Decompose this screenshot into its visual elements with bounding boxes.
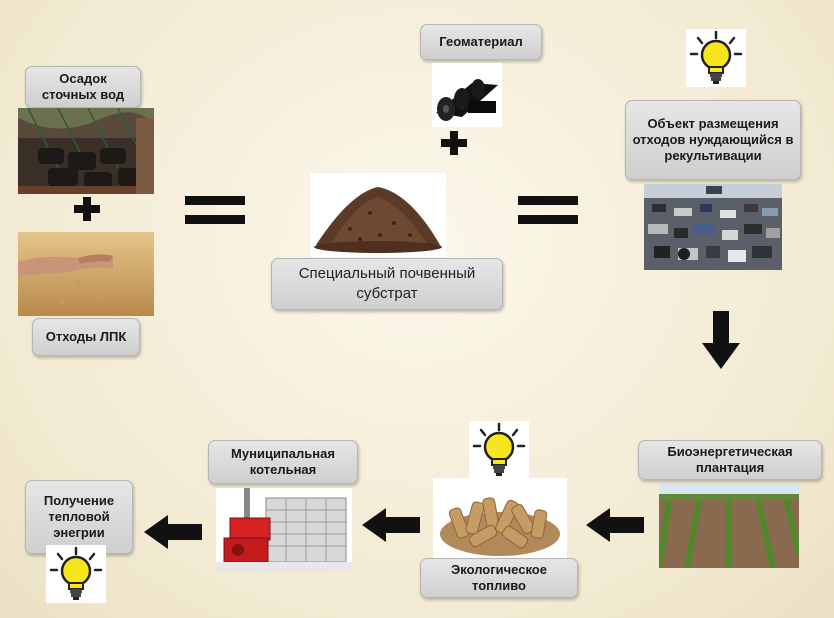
boiler-image — [216, 488, 352, 572]
wood-waste-label: Отходы ЛПК — [32, 318, 140, 356]
eco-fuel-label: Экологическое топливо — [420, 558, 578, 598]
waste-site-label: Объект размещения отходов нуждающийся в … — [625, 100, 801, 180]
plus-icon — [74, 197, 100, 226]
pellets-image — [433, 478, 567, 558]
sewage-sludge-label: Осадок сточных вод — [25, 66, 141, 108]
lightbulb-icon — [469, 421, 529, 484]
geomaterial-image — [432, 63, 502, 127]
wood-waste-image — [18, 232, 154, 316]
soil-image — [310, 173, 446, 257]
heat-energy-label: Получение тепловой энегрии — [25, 480, 133, 554]
lightbulb-icon — [686, 29, 746, 92]
arrow-left-icon — [144, 515, 202, 554]
lightbulb-icon — [46, 545, 106, 608]
plantation-label: Биоэнергетическая плантация — [638, 440, 822, 480]
substrate-label: Специальный почвенный субстрат — [271, 258, 503, 310]
plantation-image — [659, 484, 799, 568]
geomaterial-label: Геоматериал — [420, 24, 542, 60]
arrow-left-icon — [362, 508, 420, 547]
arrow-down-icon — [702, 311, 740, 374]
equals-icon — [185, 196, 245, 229]
sewage-sludge-image — [18, 108, 154, 194]
landfill-image — [644, 184, 782, 270]
arrow-left-icon — [586, 508, 644, 547]
equals-icon — [518, 196, 578, 229]
plus-icon — [441, 131, 467, 160]
boiler-house-label: Муниципальная котельная — [208, 440, 358, 484]
